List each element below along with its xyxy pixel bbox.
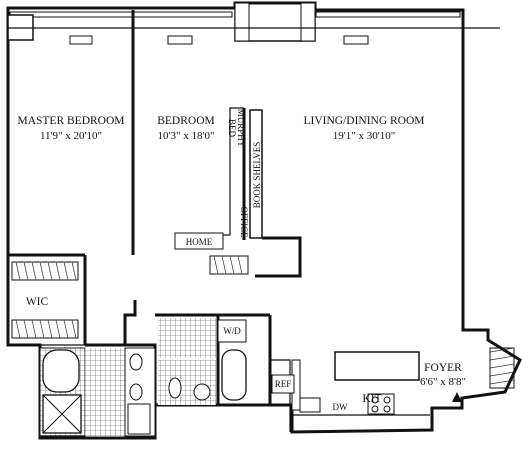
fixture-labels: MURPHY BED BOOK SHELVES W/D REF DW — [223, 109, 348, 412]
bedroom-dims: 10'3" x 18'0" — [158, 130, 215, 142]
entry-arrow-icon — [452, 392, 462, 402]
closet-rods — [11, 255, 515, 389]
office-label: OFFICE — [239, 206, 249, 238]
bedroom-name: BEDROOM — [157, 115, 215, 127]
washer-dryer-label: W/D — [223, 326, 241, 336]
master-bedroom-dims: 11'9" x 20'10" — [40, 130, 102, 142]
home-label: HOME — [186, 237, 213, 247]
refrigerator-label: REF — [275, 379, 292, 389]
bathroom-fixtures — [39, 318, 247, 437]
living-dining-name: LIVING/DINING ROOM — [303, 115, 424, 127]
kit-name: KIT — [362, 393, 381, 405]
living-dining-dims: 19'1" x 30'10" — [333, 130, 395, 142]
wic-name: WIC — [26, 296, 49, 308]
kitchen-fixtures — [270, 351, 462, 432]
master-bedroom-name: MASTER BEDROOM — [17, 115, 124, 127]
murphy-label: MURPHY — [236, 109, 246, 148]
book-shelves-label: BOOK SHELVES — [252, 142, 262, 208]
bed-label: BED — [227, 119, 237, 138]
dishwasher-label: DW — [333, 402, 348, 412]
room-labels: MASTER BEDROOM 11'9" x 20'10" BEDROOM 10… — [17, 115, 465, 405]
foyer-name: FOYER — [424, 362, 462, 374]
foyer-dims: 6'6" x 8'8" — [420, 376, 466, 388]
